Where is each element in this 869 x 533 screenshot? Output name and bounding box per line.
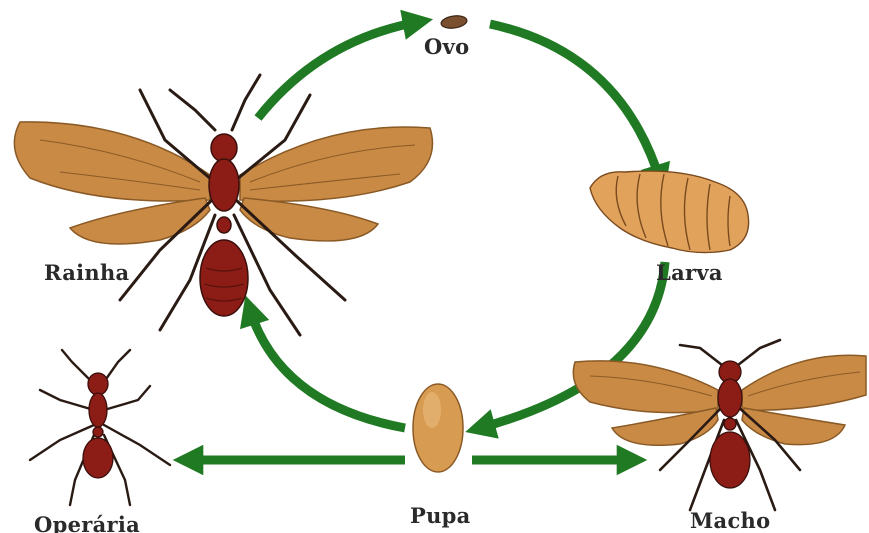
male-ant-illustration [573, 340, 866, 510]
queen-ant-illustration [14, 75, 432, 335]
label-pupa: Pupa [410, 503, 471, 528]
larva-illustration [590, 171, 749, 252]
egg-illustration [440, 14, 467, 30]
label-macho: Macho [690, 508, 770, 533]
arrow-ovo-to-larva [490, 24, 660, 180]
label-rainha: Rainha [44, 260, 129, 285]
label-operaria: Operária [34, 512, 140, 533]
label-larva: Larva [656, 260, 723, 285]
label-ovo: Ovo [424, 34, 469, 59]
arrow-pupa-to-rainha [250, 310, 405, 428]
worker-ant-illustration [30, 350, 170, 505]
arrow-rainha-to-ovo [258, 22, 418, 118]
pupa-illustration [413, 384, 463, 472]
